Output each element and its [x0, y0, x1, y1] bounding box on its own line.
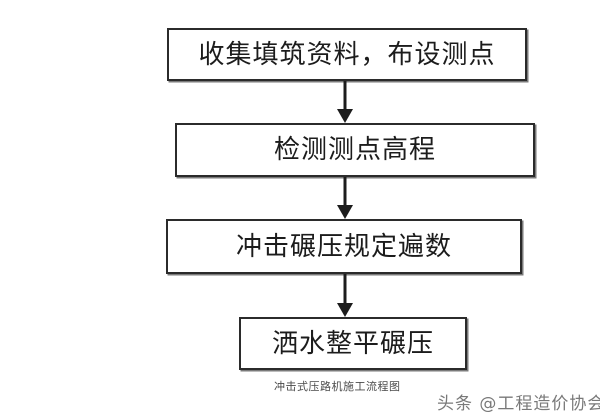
flow-node-label: 洒水整平碾压	[271, 328, 434, 359]
flow-node-measure-elevation[interactable]: 检测测点高程	[175, 123, 535, 177]
flow-node-label: 收集填筑资料，布设测点	[198, 39, 496, 70]
flow-arrow-1	[333, 81, 357, 123]
watermark-label: 头条 @工程造价协会	[437, 394, 600, 414]
flow-node-impact-rolling[interactable]: 冲击碾压规定遍数	[166, 219, 522, 274]
flow-node-label: 冲击碾压规定遍数	[235, 231, 452, 262]
diagram-caption: 冲击式压路机施工流程图	[274, 380, 401, 393]
flow-node-water-level-compact[interactable]: 洒水整平碾压	[239, 317, 467, 370]
flow-arrow-2	[333, 177, 357, 219]
flow-node-label: 检测测点高程	[273, 135, 436, 165]
flow-node-collect-data[interactable]: 收集填筑资料，布设测点	[167, 28, 527, 81]
flow-arrow-3	[333, 274, 357, 317]
